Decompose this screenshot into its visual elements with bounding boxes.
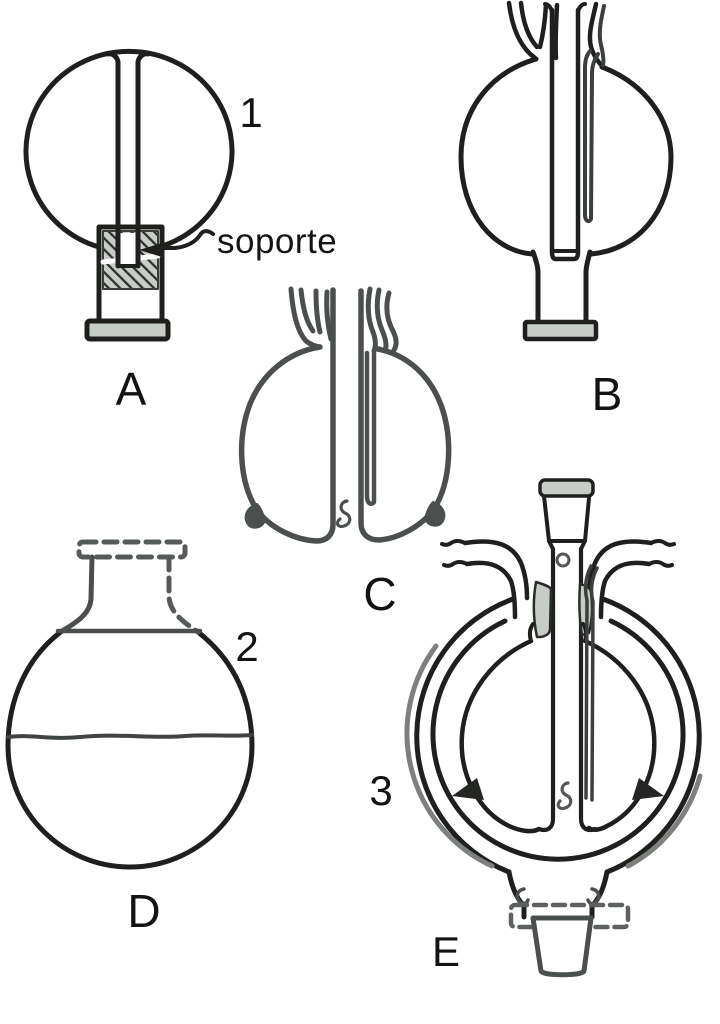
flask-e-side-arm-left [462, 539, 530, 601]
flask-e-outer-wall [414, 596, 516, 875]
flask-e-tube-ring [555, 552, 571, 568]
flask-a-sphere [23, 48, 235, 250]
flask-e-stopper-cap [538, 478, 595, 498]
label-number-2: 2 [235, 623, 259, 670]
flask-c-top-tube-right [365, 286, 378, 354]
label-letter-a: A [115, 363, 147, 415]
flask-b-base-plate [522, 319, 599, 342]
label-letter-b: B [591, 368, 623, 420]
label-number-3: 3 [369, 767, 393, 814]
flask-e-support-wedge-right [632, 778, 664, 800]
label-number-1: 1 [239, 89, 263, 136]
flask-c-squiggle [335, 499, 352, 529]
soporte-arrowhead [139, 243, 162, 257]
flask-a-drawing [23, 48, 235, 342]
flask-e-jacket-inner-wall [430, 618, 686, 862]
flask-d-neck-right-dashed [166, 554, 201, 635]
flask-d-joint-dashed-rim [76, 539, 188, 560]
flask-e-seal-left [532, 580, 553, 639]
flask-b-side-tube-right [587, 1, 606, 70]
flask-d-sphere [5, 628, 255, 870]
flask-e-support-wedge-left [452, 778, 484, 800]
flask-b-center-tube [549, 7, 581, 262]
flask-b-sphere [458, 56, 539, 257]
label-letter-e: E [431, 928, 460, 975]
label-soporte: soporte [217, 222, 338, 261]
flask-e-bottom-cup [530, 915, 594, 978]
flask-d-drawing [5, 539, 255, 870]
soporte-arrow [162, 229, 215, 250]
flask-b-side-tube-left [506, 0, 538, 61]
flask-a-base-plate [84, 318, 171, 342]
flask-c-drawing [238, 286, 452, 544]
flask-e-center-tube [536, 546, 556, 833]
flask-e-inner-vessel [459, 638, 542, 834]
flask-c-foot-right [424, 501, 446, 527]
flask-e-downcomer-tubes [583, 564, 593, 800]
flask-c-top-tube-left [288, 286, 323, 350]
flask-d-neck-left [59, 554, 95, 634]
flask-e-outer-wall-shading [404, 643, 495, 869]
flask-c-foot-left [244, 503, 266, 529]
flask-e-squiggle [556, 781, 573, 811]
flask-c-inner-tubes [364, 350, 377, 506]
flask-b-drawing [458, 0, 674, 342]
flask-d-liquid-line [6, 733, 254, 740]
flask-e-side-arm-right [586, 539, 654, 601]
flask-b-neck [530, 249, 541, 325]
flask-e-drawing [404, 478, 703, 978]
label-letter-d: D [127, 885, 161, 937]
flask-a-inner-tube [105, 51, 121, 269]
label-letter-c: C [363, 568, 397, 620]
